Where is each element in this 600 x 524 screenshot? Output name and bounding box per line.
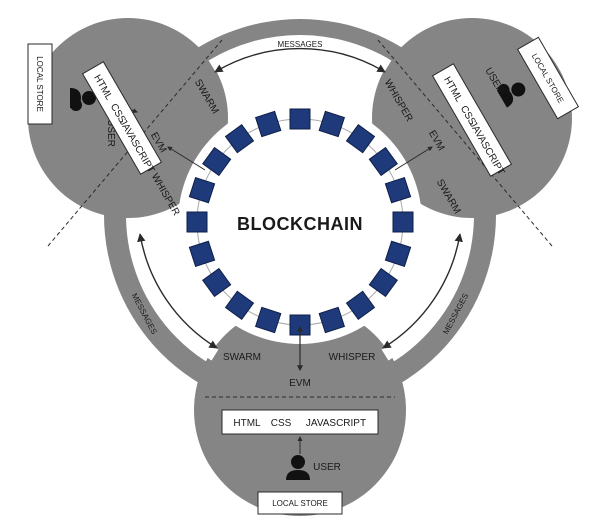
tech-box-top-left — [81, 61, 163, 175]
messages-arrow-left — [137, 233, 218, 349]
node-divider-top-right — [377, 39, 553, 247]
local-store-box-bottom — [257, 491, 343, 515]
chain-block — [318, 306, 346, 334]
messages-arrow-right — [382, 233, 463, 349]
evm-arrow-top-right — [394, 146, 433, 171]
chain-block — [345, 290, 376, 320]
chain-block — [289, 108, 311, 130]
chain-block — [345, 124, 376, 154]
chain-block — [202, 146, 232, 177]
user-label-bottom: USER — [313, 462, 341, 473]
tech-box-bottom — [221, 409, 379, 435]
chain-block — [188, 240, 216, 268]
chain-block — [224, 124, 255, 154]
local-store-label-top-left: LOCAL STORE — [35, 56, 44, 112]
messages-arrow-top — [214, 47, 386, 73]
chain-block — [254, 110, 282, 138]
evm-arrow-top-left — [167, 146, 206, 171]
user-icon-top-right — [496, 82, 526, 108]
chain-blocks — [186, 108, 414, 336]
swarm-label-bottom: SWARM — [223, 352, 261, 363]
local-store-label-bottom: LOCAL STORE — [272, 499, 328, 508]
channel-top — [208, 34, 392, 72]
user-icon-bottom — [286, 455, 310, 480]
whisper-label-bottom: WHISPER — [329, 352, 376, 363]
chain-block — [186, 211, 208, 233]
message-arrows — [137, 47, 463, 349]
tech-html-bottom: HTML — [233, 418, 261, 429]
tech-box-top-right — [431, 63, 513, 177]
chain-block — [384, 240, 412, 268]
user-icon-top-left — [70, 88, 96, 111]
chain-block — [392, 211, 414, 233]
tech-css-bottom: CSS — [271, 418, 292, 429]
tech-javascript-bottom: JAVASCRIPT — [306, 418, 366, 429]
chain-block — [384, 176, 412, 204]
node-bottom: SWARM WHISPER EVM HTML CSS JAVASCRIPT US… — [205, 325, 395, 515]
messages-label-top: MESSAGES — [278, 40, 323, 49]
local-store-box-top-right — [516, 36, 580, 120]
evm-label-bottom: EVM — [289, 378, 311, 389]
blockchain-title: BLOCKCHAIN — [237, 214, 363, 234]
chain-block — [202, 267, 232, 298]
chain-block — [318, 110, 346, 138]
blockchain-circle — [178, 100, 422, 344]
local-store-box-top-left — [27, 43, 53, 125]
chain-block — [188, 176, 216, 204]
chain-block — [368, 146, 398, 177]
chain-block — [224, 290, 255, 320]
user-label-top-left: USER — [105, 119, 116, 147]
chain-block — [368, 267, 398, 298]
chain-block — [254, 306, 282, 334]
